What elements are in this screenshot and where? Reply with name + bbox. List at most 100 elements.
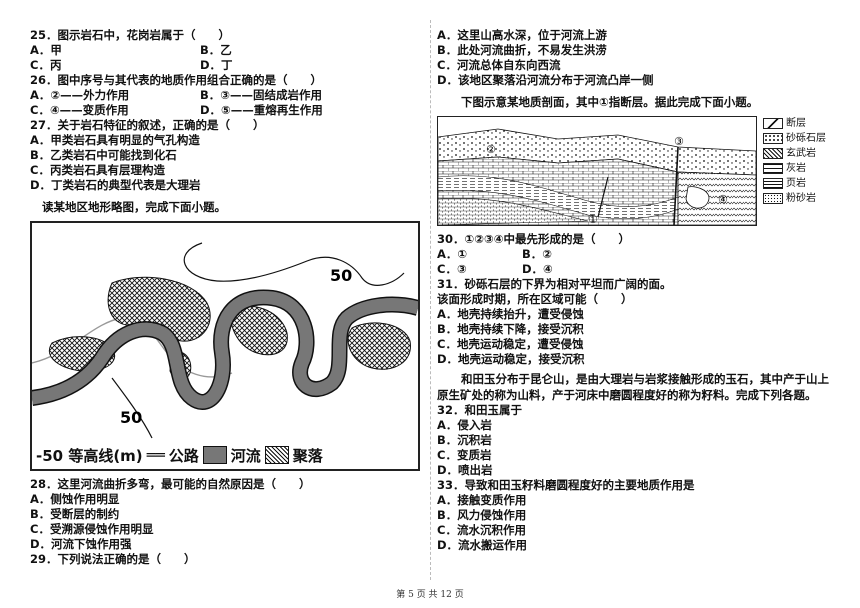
map-legend: -50 等高线(m) ══ 公路 河流 聚落 <box>36 441 323 469</box>
q32-option-d: D．喷出岩 <box>437 463 493 477</box>
q26-options-row2: C．④——变质作用 D．⑤——重熔再生作用 <box>30 103 425 118</box>
q26-option-a: A．②——外力作用 <box>30 88 130 102</box>
q28-option-d: D．河流下蚀作用强 <box>30 537 132 551</box>
q27-option-d: D．丁类岩石的典型代表是大理岩 <box>30 178 201 192</box>
q26-option-c: C．④——变质作用 <box>30 103 129 117</box>
legend-limestone-swatch <box>763 163 783 174</box>
contour-line-bottom <box>111 377 153 439</box>
q25-stem: 25．图示岩石中，花岗岩属于（ ） <box>30 28 231 42</box>
q32-option-b: B．沉积岩 <box>437 433 492 447</box>
legend-limestone-label: 灰岩 <box>786 163 806 174</box>
q30-options-row1: A．① B．② <box>437 247 832 262</box>
q25-option-c: C．丙 <box>30 58 62 72</box>
q28-stem: 28．这里河流曲折多弯，最可能的自然原因是（ ） <box>30 477 311 491</box>
profile-mark-2: ② <box>486 143 496 156</box>
profile-mark-4: ④ <box>718 193 728 206</box>
q25-options-row1: A．甲 B．乙 <box>30 43 425 58</box>
left-column: 25．图示岩石中，花岗岩属于（ ） A．甲 B．乙 C．丙 D．丁 26．图中序… <box>30 28 425 567</box>
contour-line-top <box>183 242 405 286</box>
fault-line-right <box>673 146 679 226</box>
q29-option-d: D．该地区聚落沿河流分布于河流凸岸一侧 <box>437 73 654 87</box>
q27-option-a: A．甲类岩石具有明显的气孔构造 <box>30 133 200 147</box>
q25-option-b: B．乙 <box>200 43 232 57</box>
q31-option-b: B．地壳持续下降，接受沉积 <box>437 322 584 336</box>
q25-option-a: A．甲 <box>30 43 62 57</box>
q29-option-b: B．此处河流曲折，不易发生洪涝 <box>437 43 607 57</box>
column-divider <box>430 20 431 580</box>
settlement-patch-3 <box>230 305 288 356</box>
terrain-map: 50 50 -50 等高线(m) ══ 公路 河流 聚落 <box>30 221 421 471</box>
legend-gravel-swatch <box>763 133 783 144</box>
legend-basalt-swatch <box>763 148 783 159</box>
legend-gravel-label: 砂砾石层 <box>786 133 826 144</box>
legend-siltstone-label: 粉砂岩 <box>786 193 816 204</box>
q33-stem: 33．导致和田玉籽料磨圆程度好的主要地质作用是 <box>437 478 695 492</box>
q32-option-c: C．变质岩 <box>437 448 492 462</box>
profile-legend: 断层 砂砾石层 玄武岩 灰岩 页岩 粉砂岩 <box>763 116 826 226</box>
river-channel <box>31 290 420 409</box>
legend-contour: -50 等高线(m) <box>36 446 143 465</box>
q33-option-c: C．流水沉积作用 <box>437 523 526 537</box>
q29-option-c: C．河流总体自东向西流 <box>437 58 561 72</box>
q31-stem: 31．砂砾石层的下界为相对平坦而广阔的面。 <box>437 277 672 291</box>
q25-options-row2: C．丙 D．丁 <box>30 58 425 73</box>
contour-label-bottom: 50 <box>120 408 142 427</box>
q25-option-d: D．丁 <box>200 58 233 72</box>
q27-option-c: C．丙类岩石具有层理构造 <box>30 163 165 177</box>
jade-intro: 和田玉分布于昆仑山，是由大理岩与岩浆接触形成的玉石，其中产于山上原生矿处的称为山… <box>437 372 829 402</box>
q31-option-a: A．地壳持续抬升，遭受侵蚀 <box>437 307 584 321</box>
q26-option-b: B．③——固结成岩作用 <box>200 88 323 102</box>
q30-stem: 30．①②③④中最先形成的是（ ） <box>437 232 630 246</box>
legend-basalt: 玄武岩 <box>763 146 826 161</box>
q29-option-a: A．这里山高水深，位于河流上游 <box>437 28 607 42</box>
q26-option-d: D．⑤——重熔再生作用 <box>200 103 323 117</box>
settlement-patch-4 <box>347 322 411 370</box>
legend-shale: 页岩 <box>763 176 826 191</box>
q28-option-b: B．受断层的制约 <box>30 507 120 521</box>
q31-stem-2: 该面形成时期，所在区域可能（ ） <box>437 292 633 306</box>
legend-town-swatch <box>264 446 289 464</box>
q30-option-d: D．④ <box>522 262 553 276</box>
q32-stem: 32．和田玉属于 <box>437 403 523 417</box>
q28-option-c: C．受溯源侵蚀作用明显 <box>30 522 154 536</box>
page-footer: 第 5 页 共 12 页 <box>396 590 464 600</box>
q28-option-a: A．侧蚀作用明显 <box>30 492 120 506</box>
legend-fault: 断层 <box>763 116 826 131</box>
legend-fault-swatch <box>763 118 783 129</box>
q26-stem: 26．图中序号与其代表的地质作用组合正确的是（ ） <box>30 73 323 87</box>
q30-option-a: A．① <box>437 247 468 261</box>
legend-road-symbol: ══ <box>146 446 165 464</box>
profile-mark-3: ③ <box>674 135 684 148</box>
q32-option-a: A．侵入岩 <box>437 418 492 432</box>
geologic-profile-figure: ② ③ ④ ① 断层 砂砾石层 玄武岩 灰岩 页岩 粉砂岩 <box>437 116 832 226</box>
legend-river: 河流 <box>230 446 261 465</box>
legend-fault-label: 断层 <box>786 118 806 129</box>
contour-label-top: 50 <box>330 266 352 285</box>
legend-gravel: 砂砾石层 <box>763 131 826 146</box>
legend-basalt-label: 玄武岩 <box>786 148 816 159</box>
profile-intro: 下图示意某地质剖面，其中①指断层。据此完成下面小题。 <box>461 95 759 109</box>
q30-option-c: C．③ <box>437 262 467 276</box>
profile-mark-1: ① <box>588 213 598 225</box>
q33-option-b: B．风力侵蚀作用 <box>437 508 527 522</box>
q29-stem: 29．下列说法正确的是（ ） <box>30 552 196 566</box>
intrusion-4 <box>685 186 710 209</box>
legend-shale-swatch <box>763 178 783 189</box>
fault-line-1 <box>597 176 609 218</box>
q27-option-b: B．乙类岩石中可能找到化石 <box>30 148 177 162</box>
right-column: A．这里山高水深，位于河流上游 B．此处河流曲折，不易发生洪涝 C．河流总体自东… <box>437 28 832 553</box>
legend-siltstone: 粉砂岩 <box>763 191 826 206</box>
q27-stem: 27．关于岩石特征的叙述，正确的是（ ） <box>30 118 265 132</box>
q30-options-row2: C．③ D．④ <box>437 262 832 277</box>
q31-option-d: D．地壳运动稳定，接受沉积 <box>437 352 585 366</box>
q33-option-d: D．流水搬运作用 <box>437 538 528 552</box>
legend-river-swatch <box>202 446 227 464</box>
q30-option-b: B．② <box>522 247 553 261</box>
terrain-map-drawing: 50 50 <box>30 242 421 439</box>
map-intro: 读某地区地形略图，完成下面小题。 <box>42 200 226 214</box>
settlement-patch-1 <box>107 276 211 342</box>
legend-limestone: 灰岩 <box>763 161 826 176</box>
geologic-profile: ② ③ ④ ① <box>437 116 757 226</box>
q31-option-c: C．地壳运动稳定，遭受侵蚀 <box>437 337 584 351</box>
